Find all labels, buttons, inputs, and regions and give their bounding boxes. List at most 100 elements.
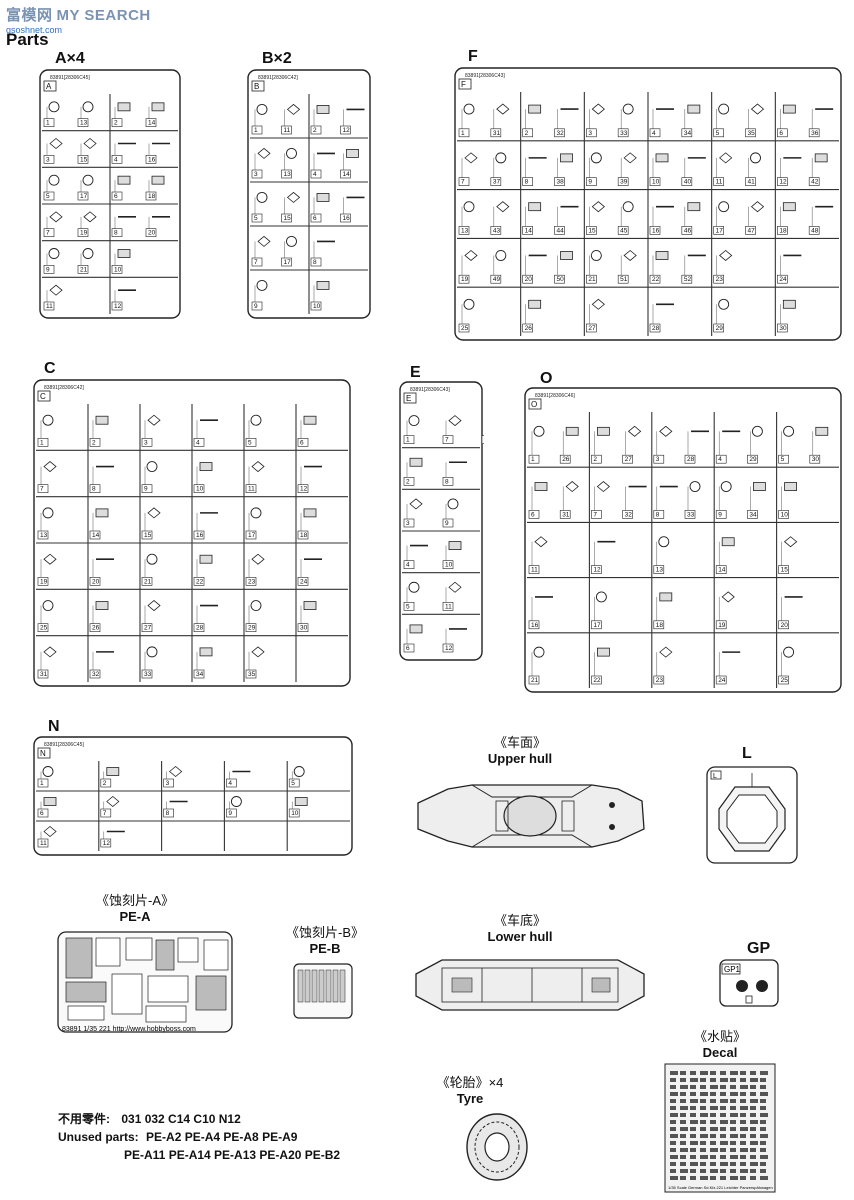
decal-item [750,1113,756,1117]
sprue-l-heading: L [742,745,752,762]
sprue-part: 9 [442,498,459,528]
part-number: 10 [652,179,660,186]
decal-item [740,1099,746,1103]
part-number: 24 [300,578,308,585]
decal-item [670,1155,678,1159]
decal-item [720,1092,726,1096]
part-number: 5 [716,130,720,137]
decal-item [690,1155,696,1159]
decal-item [730,1148,736,1152]
sprue-part: 13 [481,435,484,444]
sprue-part: 6 [111,175,131,201]
sprue-part: 15 [281,191,301,223]
part-number: 12 [103,840,111,847]
decal-item [740,1127,748,1131]
sprue-part: 17 [77,174,94,201]
pe-a-part [95,937,121,967]
sprue-part: 5 [713,103,730,138]
sprue-part: 4 [649,108,674,138]
part-number: 34 [684,130,692,137]
sprue-part: 8 [163,800,188,818]
decal-item [730,1134,738,1138]
part-number: 15 [284,215,292,222]
decal-item [680,1099,686,1103]
decal-item [750,1078,758,1082]
decal-item [750,1099,758,1103]
decal-item [730,1071,738,1075]
part-number: 24 [779,276,787,283]
part-number: 35 [748,130,756,137]
part-number: 18 [148,193,156,200]
pe-a-part [65,981,107,1003]
pe-b-part [325,969,332,1003]
part-number: 51 [620,276,628,283]
decal-item [710,1085,718,1089]
sprue-part: 1 [458,103,475,138]
decal-item [700,1169,706,1173]
sprue-part: 8 [89,465,114,493]
part-number: 27 [588,325,596,332]
sprue-part: 10 [288,797,308,818]
part-number: 40 [684,179,692,186]
sprue-part: 22 [193,554,213,586]
sprue-part: 28 [649,303,674,333]
part-number: 10 [291,810,299,817]
decal-item [750,1127,756,1131]
pe-a-part [195,975,227,1011]
decal-item [740,1092,746,1096]
part-number: 1 [40,780,44,787]
sprue-part: 37 [490,152,507,186]
decal-item [760,1148,766,1152]
sprue-part: 33 [141,646,158,679]
sprue-part: 13 [37,507,54,540]
sprue-part: 4 [111,142,136,164]
sprue-part: 26 [522,299,542,333]
part-number: 11 [40,840,47,847]
sprue-part: 12 [591,540,616,574]
pe-a-footer: 83891 1/35 221 http://www.hobbyboss.com [62,1026,196,1033]
part-number: 17 [248,532,256,539]
decal-item [730,1078,736,1082]
sprue-part: 5 [43,174,60,201]
pe-b-fret [293,963,353,1019]
sprue-part: 19 [77,211,97,237]
part-number: 12 [445,645,453,652]
part-number: 2 [92,439,96,446]
decal-item [700,1120,706,1124]
decal-item [690,1127,696,1131]
sprue-tag: E [406,394,411,403]
part-number: 3 [254,171,258,178]
sprue-part: 15 [586,201,605,235]
pe-a-cn: 《蚀刻片-A》 [95,893,174,908]
decal-item [760,1141,766,1145]
part-number: 3 [656,456,660,463]
part-number: 1 [531,456,535,463]
sprue-c-heading: C [44,360,56,377]
sprue-part: 2 [310,105,330,135]
decal-item [670,1134,678,1138]
decal-item [680,1162,686,1166]
sprue-part: 35 [745,103,765,138]
decal-item [740,1155,746,1159]
sprue-part: 20 [778,596,803,630]
part-number: 6 [779,130,783,137]
sprue-part: 30 [297,601,317,632]
sprue-part: 19 [715,591,735,630]
decal-item [730,1099,736,1103]
part-number: 12 [300,486,308,493]
sprue-part: 13 [653,536,670,574]
decal-item [680,1169,688,1173]
sprue-part: 18 [653,592,673,630]
tyre-drawing [466,1113,528,1181]
decal-item [710,1120,716,1124]
sprue-part: 21 [528,646,545,685]
sprue-tag: C [40,392,46,401]
decal-item [670,1078,676,1082]
part-number: 29 [248,625,256,632]
sprue-part: 31 [559,480,579,519]
sprue-part: 7 [442,415,462,444]
sprue-part: 17 [245,507,262,540]
sprue-part: 5 [251,191,268,223]
sprue-part: 12 [777,157,802,186]
